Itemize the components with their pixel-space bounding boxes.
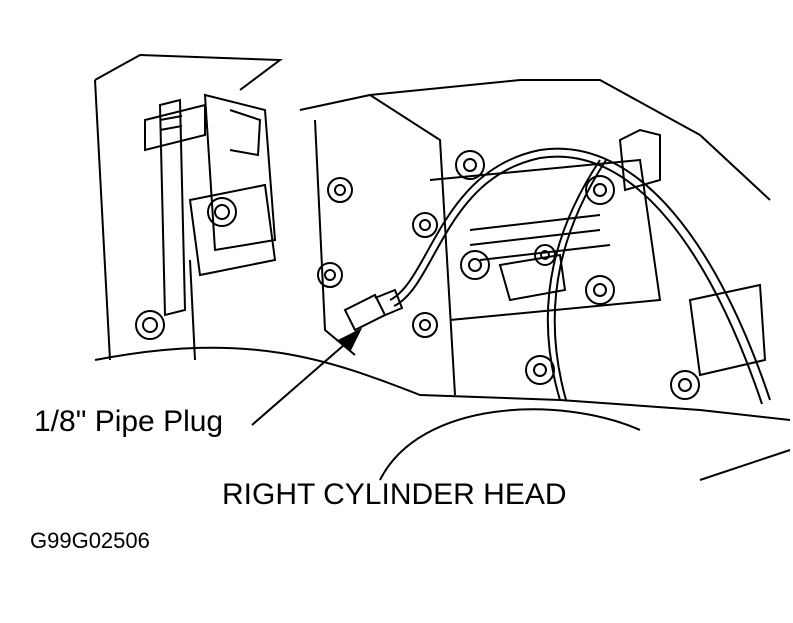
- callout-arrow: [251, 327, 363, 426]
- pressure-tube: [389, 147, 771, 405]
- pipe-plug-label: 1/8" Pipe Plug: [34, 405, 224, 438]
- figure-id: G99G02506: [30, 528, 150, 553]
- pipe-plug: [343, 288, 404, 332]
- left-bracket: [135, 93, 277, 361]
- diagram-caption: RIGHT CYLINDER HEAD: [222, 478, 567, 511]
- head-casting: [94, 79, 791, 481]
- left-stud: [94, 53, 283, 361]
